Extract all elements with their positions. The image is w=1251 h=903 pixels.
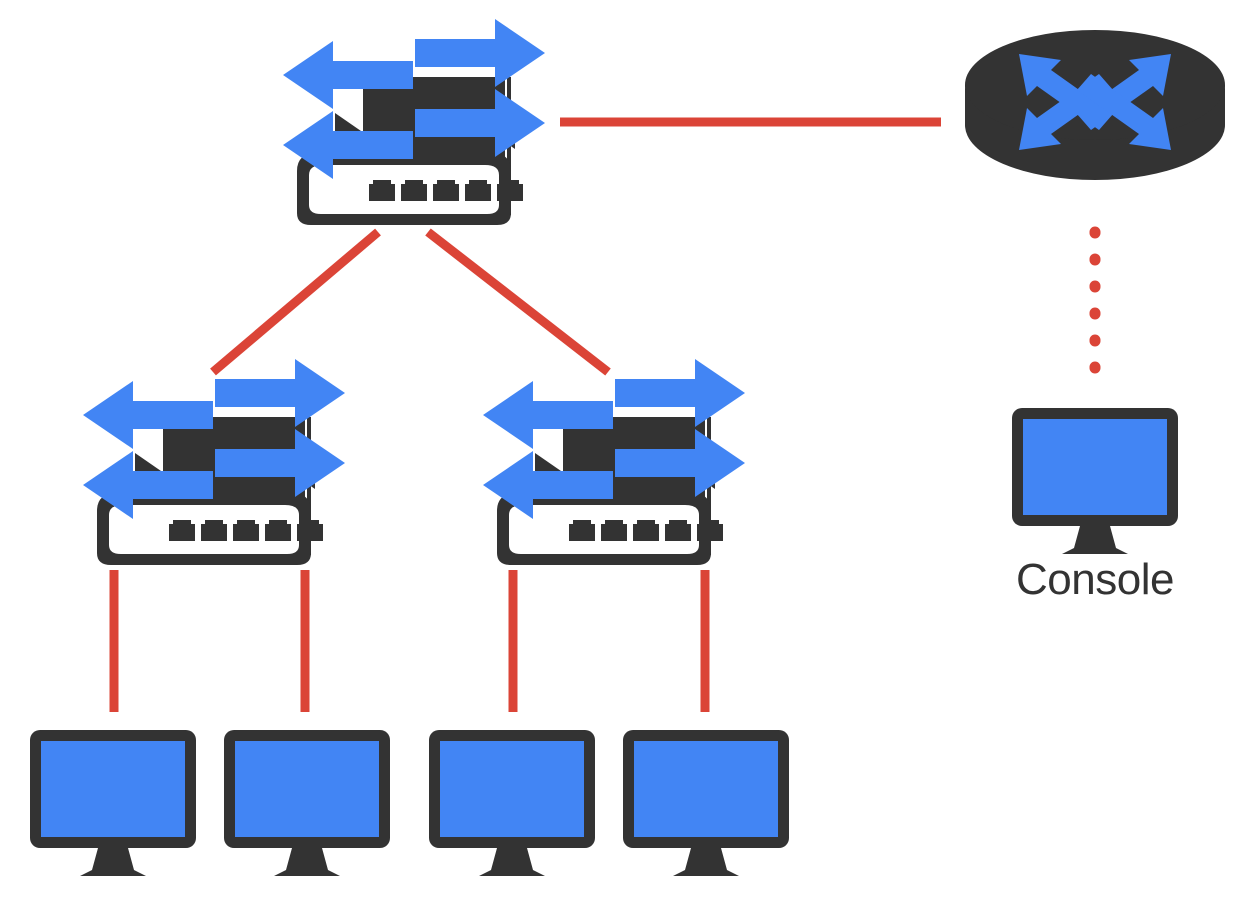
node-workstation-3[interactable] — [429, 730, 595, 876]
link-core-to-access-right — [425, 228, 611, 376]
monitor-icon — [224, 730, 390, 876]
monitor-icon — [30, 730, 196, 876]
node-workstation-1[interactable] — [30, 730, 196, 876]
network-switch-icon — [83, 359, 345, 565]
link-core-to-access-left — [210, 228, 381, 376]
monitor-icon — [623, 730, 789, 876]
network-switch-icon — [283, 19, 545, 225]
node-workstation-2[interactable] — [224, 730, 390, 876]
node-access-switch-right[interactable] — [483, 359, 745, 565]
monitor-icon — [429, 730, 595, 876]
router-icon — [963, 28, 1227, 182]
node-router[interactable] — [963, 28, 1227, 182]
connection-links — [109, 117, 1101, 712]
network-switch-icon — [483, 359, 745, 565]
monitor-icon — [1012, 408, 1178, 554]
node-console-monitor[interactable] — [1012, 408, 1178, 554]
node-core-switch[interactable] — [283, 19, 545, 225]
node-workstation-4[interactable] — [623, 730, 789, 876]
node-access-switch-left[interactable] — [83, 359, 345, 565]
console-label: Console — [1016, 555, 1174, 604]
